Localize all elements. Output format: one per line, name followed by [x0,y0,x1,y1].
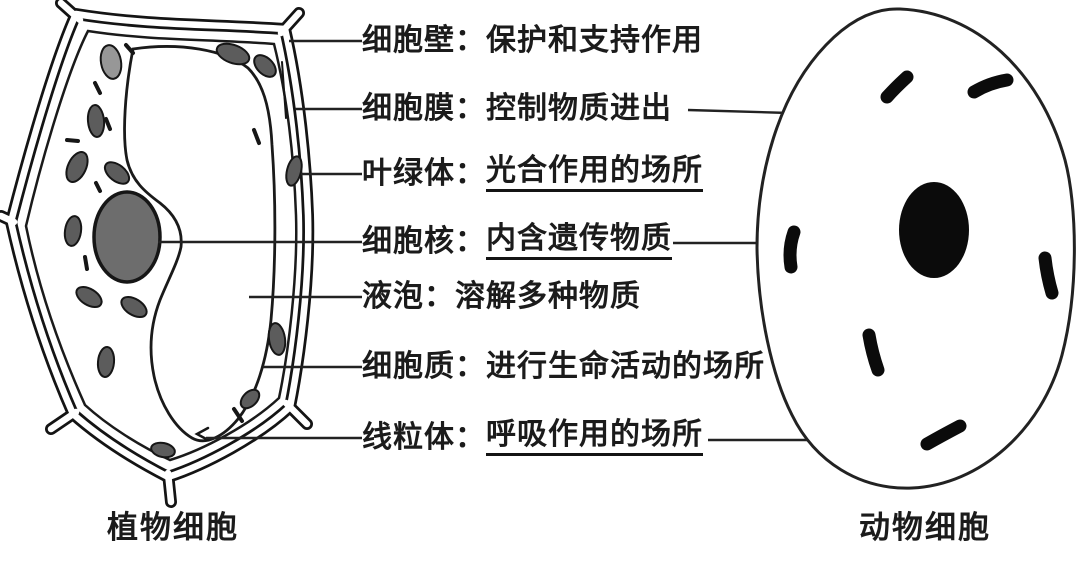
plant-cell-caption: 植物细胞 [107,510,239,545]
label-cytoplasm-name: 细胞质： [362,350,486,383]
label-mitochondria-name: 线粒体： [362,421,486,454]
label-nucleus-name: 细胞核： [362,225,486,258]
label-cell-wall-name: 细胞壁： [362,24,486,57]
chloroplast-shapes [63,42,303,459]
vacuole-shape [123,45,277,443]
plant-nucleus-shape [92,190,162,284]
label-chloroplast: 叶绿体：光合作用的场所 [362,153,703,195]
label-cell-wall: 细胞壁：保护和支持作用 [362,20,703,62]
label-vacuole: 液泡：溶解多种物质 [362,276,641,318]
animal-cell-drawing [755,7,1076,490]
label-vacuole-desc: 溶解多种物质 [455,280,641,313]
leader-animal-membrane [687,108,790,115]
plant-cell-drawing [0,0,315,508]
cell-wall-inner-channel [7,10,312,481]
label-cell-wall-desc: 保护和支持作用 [486,24,703,57]
animal-cell-caption: 动物细胞 [859,510,991,545]
label-cell-membrane: 细胞膜：控制物质进出 [362,88,672,130]
label-cell-membrane-desc: 控制物质进出 [486,92,672,125]
label-nucleus: 细胞核：内含遗传物质 [362,221,672,263]
label-chloroplast-desc: 光合作用的场所 [486,156,703,192]
label-cytoplasm: 细胞质：进行生命活动的场所 [362,346,765,388]
label-chloroplast-name: 叶绿体： [362,157,486,190]
animal-mitochondria-marks [783,70,1059,451]
plant-mitochondria-marks [65,43,287,442]
animal-nucleus-shape [899,182,969,278]
cell-wall-corner-channels [0,0,311,506]
label-cell-membrane-name: 细胞膜： [362,92,486,125]
label-cytoplasm-desc: 进行生命活动的场所 [486,350,765,383]
label-mitochondria: 线粒体：呼吸作用的场所 [362,417,703,459]
label-mitochondria-desc: 呼吸作用的场所 [486,420,703,456]
label-vacuole-name: 液泡： [362,280,455,313]
label-nucleus-desc: 内含遗传物质 [486,224,672,260]
